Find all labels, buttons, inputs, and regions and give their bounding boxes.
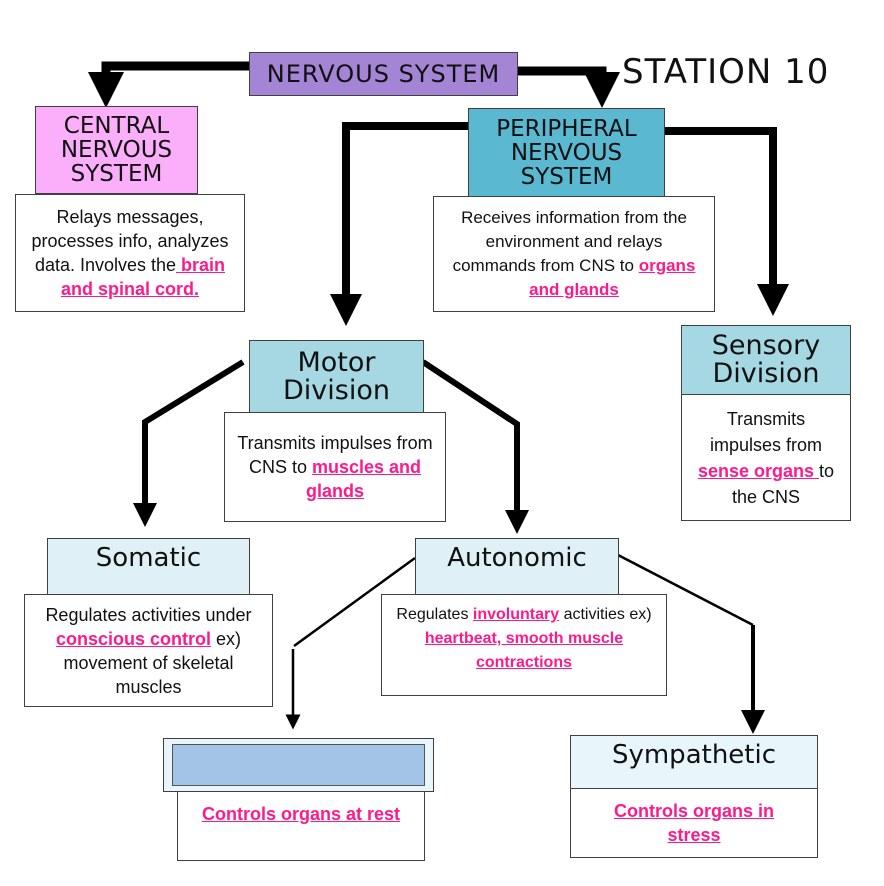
parasympathetic-blank-field[interactable] (172, 744, 425, 786)
arrow-autonomic-to-parasympathetic (293, 556, 416, 648)
pns-highlight: organs and glands (529, 256, 696, 299)
arrow-pns-to-sensory (665, 127, 789, 316)
arrow-ns-to-cns (88, 61, 250, 108)
arrow-pns-to-motor (330, 122, 468, 326)
somatic-description: Regulates activities under conscious con… (24, 594, 273, 707)
cns-description: Relays messages, processes info, analyze… (15, 194, 245, 312)
motor-header: Motor Division (249, 340, 424, 413)
sympathetic-description: Controls organs in stress (570, 788, 818, 858)
cns-highlight: brain and spinal cord. (60, 255, 226, 299)
pns-description: Receives information from the environmen… (433, 196, 715, 312)
somatic-header: Somatic (47, 538, 250, 595)
cns-header: CENTRAL NERVOUS SYSTEM (35, 106, 198, 194)
sensory-highlight: sense organs (697, 460, 820, 481)
arrow-autonomic-to-sympathetic (617, 553, 754, 627)
arrow-motor-to-autonomic (421, 359, 529, 534)
motor-highlight: muscles and glands (305, 457, 422, 501)
cns-title: CENTRAL NERVOUS SYSTEM (60, 113, 173, 187)
autonomic-highlight-2: heartbeat, smooth muscle contractions (424, 630, 624, 671)
nervous-system-box: NERVOUS SYSTEM (249, 52, 518, 96)
arrow-ns-to-pns (518, 66, 620, 108)
autonomic-header: Autonomic (415, 538, 619, 595)
autonomic-title: Autonomic (447, 543, 587, 573)
sensory-description: Transmits impulses from sense organs to … (681, 394, 851, 521)
pns-title: PERIPHERAL NERVOUS SYSTEM (496, 115, 637, 190)
sympathetic-header: Sympathetic (570, 735, 818, 789)
sensory-title: Sensory Division (711, 330, 821, 389)
somatic-title: Somatic (95, 543, 202, 573)
sympathetic-highlight: Controls organs in stress (613, 801, 774, 845)
station-label: STATION 10 (622, 52, 830, 92)
sympathetic-title: Sympathetic (611, 740, 777, 770)
nervous-system-title: NERVOUS SYSTEM (266, 60, 501, 88)
motor-description: Transmits impulses from CNS to muscles a… (224, 412, 446, 522)
pns-header: PERIPHERAL NERVOUS SYSTEM (468, 108, 665, 197)
motor-title: Motor Division (283, 346, 390, 406)
parasympathetic-description: Controls organs at rest (177, 791, 425, 861)
autonomic-highlight-1: involuntary (472, 606, 560, 623)
somatic-highlight: conscious control (55, 628, 211, 649)
parasympathetic-header (163, 738, 434, 792)
arrow-motor-to-somatic (133, 359, 245, 527)
parasympathetic-highlight: Controls organs at rest (201, 804, 401, 824)
sensory-header: Sensory Division (681, 325, 851, 395)
autonomic-description: Regulates involuntary activities ex) hea… (381, 594, 667, 696)
